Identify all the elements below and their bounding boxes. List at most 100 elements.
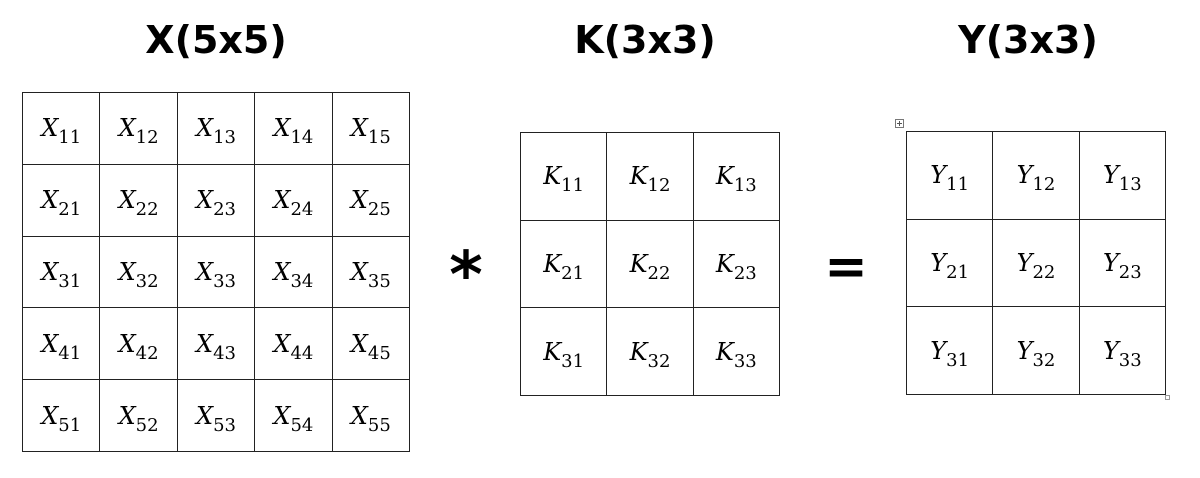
- x-cell-index: 51: [58, 414, 82, 436]
- x-cell-index: 32: [135, 270, 159, 292]
- y-matrix-cell: Y31: [905, 306, 994, 395]
- x-cell-index: 52: [135, 414, 159, 436]
- x-cell-symbol: X: [195, 257, 214, 286]
- k-cell-index: 21: [561, 262, 585, 284]
- y-cell-index: 32: [1032, 349, 1056, 371]
- equals-operator: =: [824, 237, 868, 297]
- x-cell-symbol: X: [195, 329, 214, 358]
- x-matrix-cell: X55: [331, 379, 411, 452]
- y-cell-symbol: Y: [1102, 248, 1119, 277]
- y-cell-index: 31: [946, 349, 970, 371]
- x-cell-symbol: X: [41, 401, 59, 430]
- y-matrix-cell: Y11: [905, 131, 994, 220]
- x-matrix-cell: X14: [254, 92, 333, 165]
- x-cell-index: 41: [58, 342, 82, 364]
- k-matrix-cell: K32: [606, 307, 694, 396]
- convolution-operator: *: [449, 239, 483, 313]
- table-move-handle-icon[interactable]: [895, 119, 904, 128]
- k-cell-symbol: K: [629, 162, 648, 191]
- x-cell-index: 13: [213, 127, 236, 149]
- y-matrix-cell: Y32: [992, 306, 1080, 395]
- x-matrix-cell: X13: [176, 92, 256, 165]
- y-matrix-cell: Y21: [905, 218, 994, 308]
- x-cell-index: 15: [367, 127, 391, 149]
- x-cell-symbol: X: [273, 114, 291, 143]
- x-matrix-cell: X53: [176, 379, 256, 452]
- x-cell-symbol: X: [350, 114, 368, 143]
- y-matrix-cell: Y13: [1078, 131, 1167, 220]
- k-matrix-cell: K13: [692, 132, 781, 221]
- x-cell-index: 31: [58, 270, 82, 292]
- x-cell-index: 53: [213, 414, 236, 436]
- x-cell-index: 55: [367, 414, 391, 436]
- y-matrix-cell: Y33: [1078, 306, 1167, 395]
- y-cell-symbol: Y: [1016, 248, 1033, 277]
- x-matrix-cell: X32: [99, 235, 178, 309]
- k-cell-symbol: K: [715, 337, 734, 366]
- x-matrix-cell: X11: [21, 92, 101, 165]
- x-cell-index: 21: [58, 199, 82, 221]
- y-cell-index: 11: [946, 174, 970, 196]
- y-cell-symbol: Y: [1016, 161, 1033, 190]
- k-cell-symbol: K: [629, 249, 648, 278]
- k-matrix-title: K(3x3): [574, 18, 716, 62]
- y-cell-symbol: Y: [1102, 161, 1119, 190]
- y-matrix-cell: Y23: [1078, 218, 1167, 308]
- x-cell-symbol: X: [273, 401, 291, 430]
- x-cell-symbol: X: [118, 186, 136, 215]
- x-cell-index: 35: [367, 270, 391, 292]
- x-matrix-cell: X34: [254, 235, 333, 309]
- x-matrix-cell: X41: [21, 307, 101, 381]
- k-cell-index: 23: [733, 262, 757, 284]
- y-cell-index: 33: [1118, 349, 1142, 371]
- x-cell-index: 34: [290, 270, 314, 292]
- x-matrix-cell: X24: [254, 163, 333, 237]
- table-resize-handle[interactable]: [1165, 395, 1170, 400]
- k-cell-index: 33: [733, 350, 757, 372]
- k-cell-symbol: K: [543, 162, 562, 191]
- x-cell-symbol: X: [41, 257, 59, 286]
- k-cell-symbol: K: [543, 337, 562, 366]
- y-cell-index: 13: [1118, 174, 1142, 196]
- x-matrix-cell: X33: [176, 235, 256, 309]
- x-cell-index: 24: [290, 199, 314, 221]
- x-cell-symbol: X: [195, 186, 214, 215]
- x-matrix-cell: X12: [99, 92, 178, 165]
- x-cell-symbol: X: [273, 329, 291, 358]
- y-matrix-title: Y(3x3): [958, 18, 1098, 62]
- x-cell-symbol: X: [118, 329, 136, 358]
- x-matrix-cell: X23: [176, 163, 256, 237]
- x-matrix-cell: X21: [21, 163, 101, 237]
- x-cell-symbol: X: [41, 329, 59, 358]
- x-cell-symbol: X: [41, 114, 59, 143]
- x-cell-index: 45: [367, 342, 391, 364]
- x-cell-symbol: X: [118, 114, 136, 143]
- x-cell-symbol: X: [350, 329, 368, 358]
- x-matrix-cell: X44: [254, 307, 333, 381]
- y-cell-index: 12: [1032, 174, 1056, 196]
- x-cell-symbol: X: [350, 186, 368, 215]
- k-matrix-cell: K21: [519, 219, 608, 309]
- y-matrix-cell: Y12: [992, 131, 1080, 220]
- k-cell-symbol: K: [715, 162, 734, 191]
- x-cell-index: 44: [290, 342, 314, 364]
- y-cell-symbol: Y: [1102, 336, 1119, 365]
- k-cell-index: 13: [733, 175, 757, 197]
- k-cell-symbol: K: [715, 249, 734, 278]
- x-cell-symbol: X: [41, 186, 59, 215]
- y-matrix-cell: Y22: [992, 218, 1080, 308]
- x-cell-index: 54: [290, 414, 314, 436]
- x-matrix-cell: X51: [21, 379, 101, 452]
- x-cell-index: 11: [58, 127, 82, 149]
- k-matrix-cell: K33: [692, 307, 781, 396]
- x-cell-index: 22: [135, 199, 159, 221]
- x-cell-symbol: X: [273, 257, 291, 286]
- k-cell-index: 12: [647, 175, 671, 197]
- x-matrix-cell: X45: [331, 307, 411, 381]
